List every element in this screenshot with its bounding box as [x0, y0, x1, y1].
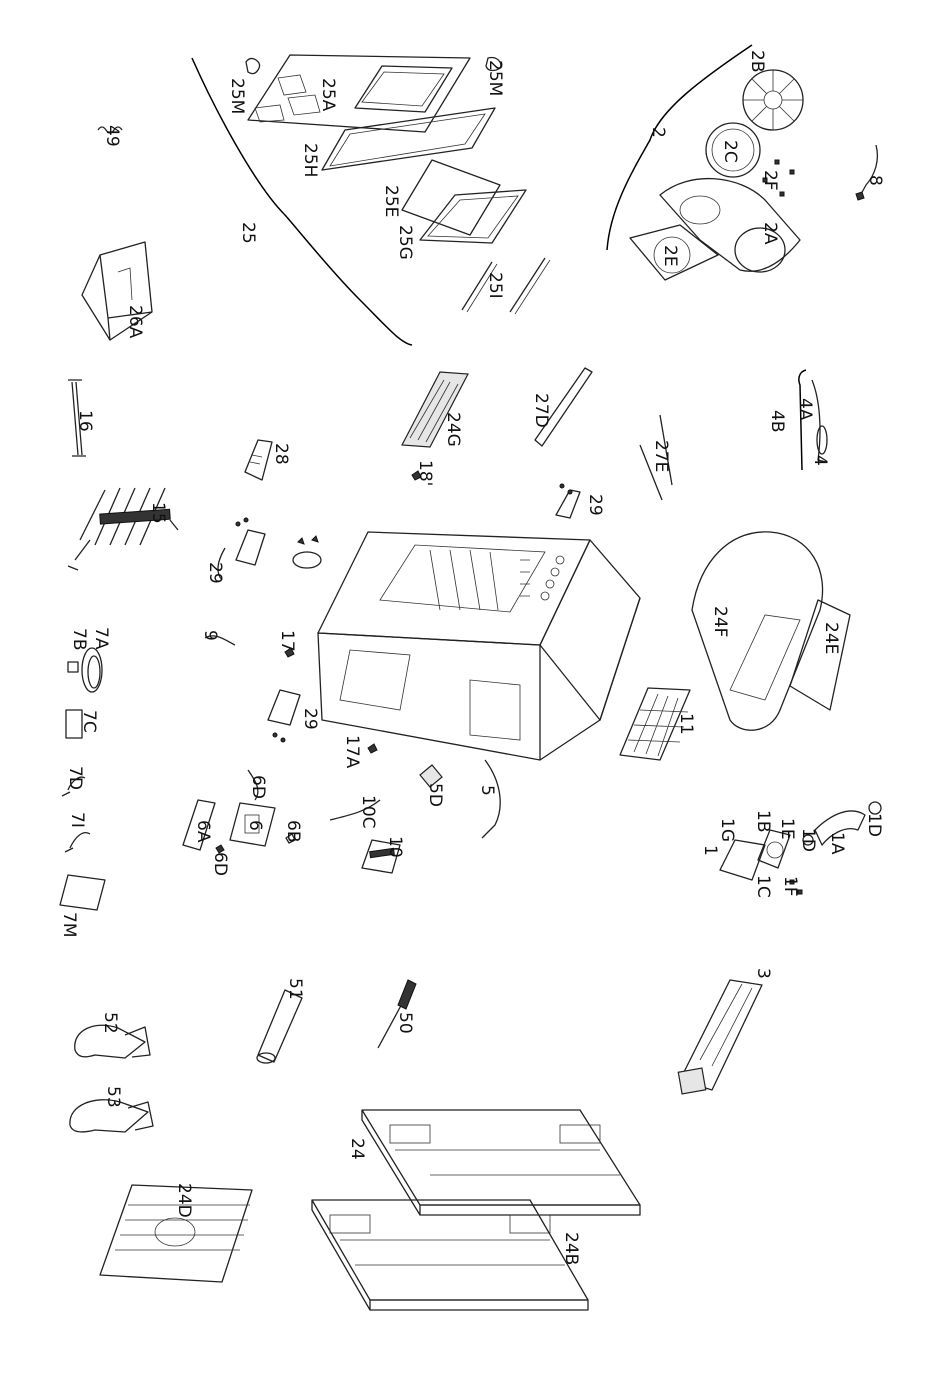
- label-7A: 7A: [91, 627, 111, 650]
- label-5D: 5D: [425, 783, 445, 807]
- label-6: 6: [245, 820, 265, 831]
- label-1C: 1C: [753, 875, 773, 898]
- label-1: 1: [700, 845, 720, 856]
- connector-7B: [68, 662, 78, 672]
- tube-51: [257, 990, 302, 1063]
- label-5: 5: [477, 785, 497, 796]
- label-7M: 7M: [59, 912, 79, 937]
- door-gasket-25H: [322, 108, 495, 170]
- label-4A: 4A: [795, 398, 815, 421]
- label-52: 52: [100, 1012, 120, 1034]
- label-24B: 24B: [561, 1232, 581, 1265]
- label-6D-b: 6D: [210, 852, 230, 876]
- label-1D-b: 1D: [798, 828, 818, 852]
- label-3: 3: [753, 968, 773, 979]
- label-25H: 25H: [300, 143, 320, 177]
- label-11: 11: [676, 713, 696, 735]
- label-1A: 1A: [827, 832, 847, 855]
- label-6A: 6A: [193, 820, 213, 843]
- hinge-25M-left: [246, 58, 260, 73]
- label-28: 28: [271, 443, 291, 465]
- wiring-harness-15: [68, 488, 178, 570]
- bracket-29-lower: [268, 690, 300, 742]
- side-panel-24: [362, 1110, 640, 1215]
- glass-frame-inner: [428, 196, 518, 238]
- label-27D: 27D: [531, 393, 551, 428]
- label-10C: 10C: [358, 795, 378, 829]
- label-25: 25: [238, 222, 258, 244]
- label-6B: 6B: [283, 820, 303, 842]
- label-16: 16: [75, 410, 95, 432]
- sensor-bracket-28: [245, 440, 272, 480]
- label-29-left: 29: [205, 562, 225, 584]
- label-8: 8: [865, 175, 885, 186]
- label-4B: 4B: [767, 410, 787, 432]
- label-7I: 7I: [67, 812, 87, 828]
- sensor-cable-8: [860, 145, 877, 196]
- label-25M-b: 25M: [485, 60, 505, 96]
- door-decor-squares: [255, 75, 320, 122]
- glass-strip-25I-2: [510, 258, 545, 312]
- label-18p: 18': [415, 460, 435, 486]
- stove-main-body: [318, 532, 640, 760]
- label-50: 50: [395, 1012, 415, 1034]
- label-2E: 2E: [660, 245, 680, 267]
- label-1B: 1B: [753, 810, 773, 832]
- label-25A: 25A: [318, 78, 338, 112]
- side-panel-24B: [312, 1200, 588, 1310]
- cross-flow-fan-3: [678, 980, 762, 1094]
- label-7D: 7D: [65, 766, 85, 790]
- power-cable-5: [482, 760, 500, 838]
- label-25M-a: 25M: [227, 78, 247, 114]
- label-24G: 24G: [443, 412, 463, 447]
- label-49: 49: [102, 125, 122, 147]
- label-25E: 25E: [381, 185, 401, 217]
- group-25-brace: [192, 58, 412, 345]
- fan-assembly-group: [607, 45, 877, 280]
- top-panel-24E: [790, 600, 850, 710]
- label-2F: 2F: [760, 170, 780, 191]
- limit-switch: [293, 536, 321, 568]
- label-26A: 26A: [125, 305, 145, 339]
- label-27E: 27E: [651, 440, 671, 472]
- label-10: 10: [385, 836, 405, 858]
- bracket-29-top: [556, 484, 580, 518]
- label-2A: 2A: [760, 222, 780, 245]
- label-1F: 1F: [780, 876, 800, 897]
- label-29-lower: 29: [300, 708, 320, 730]
- label-24F: 24F: [710, 606, 730, 637]
- label-7C: 7C: [79, 710, 99, 733]
- label-9: 9: [200, 630, 220, 641]
- label-2: 2: [648, 127, 668, 138]
- label-17A: 17A: [342, 735, 362, 769]
- label-24: 24: [347, 1138, 367, 1160]
- label-2C: 2C: [720, 140, 740, 163]
- label-6D-a: 6D: [248, 775, 268, 799]
- label-2B: 2B: [747, 50, 767, 72]
- cable-7I: [65, 833, 90, 852]
- label-1E: 1E: [777, 818, 797, 840]
- label-1D-a: 1D: [864, 813, 884, 837]
- label-4: 4: [810, 455, 830, 466]
- door-glass-frame-25G: [420, 190, 526, 243]
- label-53: 53: [103, 1086, 123, 1108]
- fastener-17A: [368, 744, 377, 753]
- door-gasket-inner: [330, 114, 485, 166]
- label-29-top: 29: [585, 494, 605, 516]
- label-25G: 25G: [395, 225, 415, 260]
- label-24E: 24E: [821, 622, 841, 654]
- label-25I: 25I: [485, 272, 505, 299]
- label-51: 51: [285, 978, 305, 1000]
- label-1G: 1G: [717, 818, 737, 842]
- door-glass-25E: [402, 160, 500, 235]
- control-board-7M: [60, 875, 105, 910]
- cable-7A: [82, 648, 102, 692]
- label-15: 15: [148, 502, 168, 524]
- label-7B: 7B: [69, 628, 89, 650]
- label-17: 17: [277, 630, 297, 652]
- label-24D: 24D: [174, 1183, 194, 1218]
